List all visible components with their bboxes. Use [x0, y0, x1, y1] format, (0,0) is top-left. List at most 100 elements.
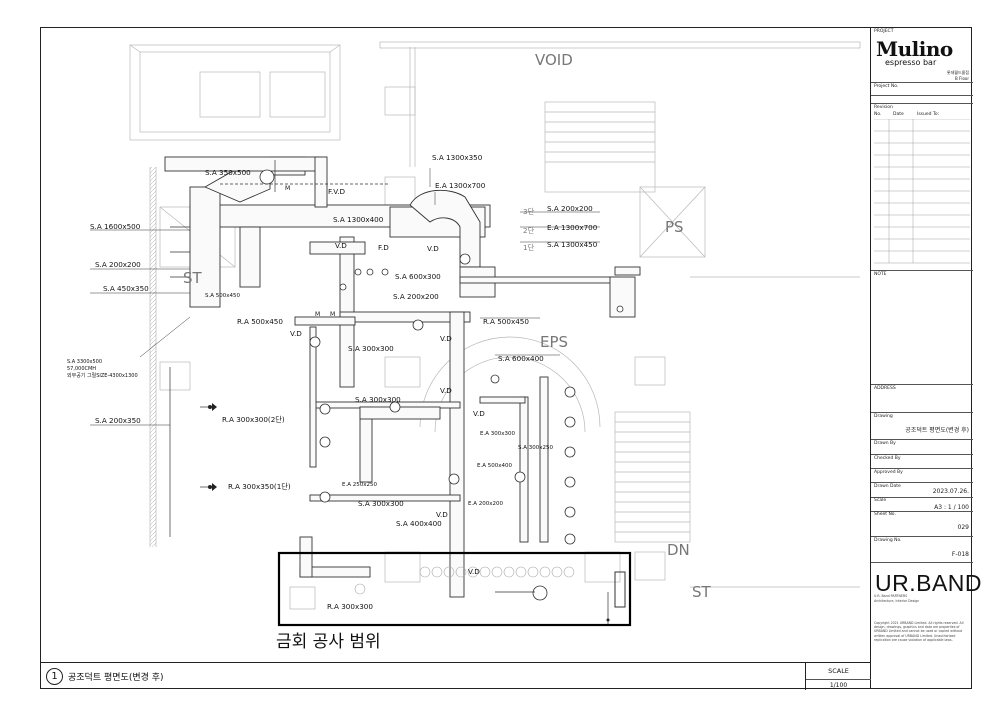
sheet-no-value: 029 [957, 524, 969, 531]
company-sub-1: U.R. Band PARTNERS [874, 594, 908, 598]
label-vd-8: V.D [468, 567, 480, 576]
floor-plan-drawing: VOID PS EPS ST ST DN 금회 공사 범위 S.A 1300x3… [67, 41, 861, 652]
label-sa-1600x500: S.A 1600x500 [90, 222, 141, 231]
scope-of-work-boundary [277, 551, 632, 627]
divider [871, 468, 973, 469]
label-st-right: ST [692, 583, 712, 601]
drawing-footer-title: 공조덕트 평면도(변경 후) [68, 673, 164, 683]
label-sa-500x450: S.A 500x450 [205, 293, 241, 299]
footer-scale-value: 1/100 [806, 679, 871, 689]
label-floor-3: 3단 [523, 207, 535, 216]
logo-note-1: 롯데월드몰점 [946, 70, 969, 75]
label-m-3: M [330, 311, 335, 318]
address-label: ADDRESS [874, 386, 896, 391]
label-ea-500x400: E.A 500x400 [477, 463, 512, 469]
drawn-date-value: 2023.07.26. [932, 488, 969, 495]
label-sa-350x500: S.A 350x500 [205, 168, 251, 177]
label-equip-3: 외부공기 그릴SIZE-4300x1300 [67, 372, 138, 379]
label-floor-2: 2단 [523, 226, 535, 235]
label-void: VOID [535, 51, 573, 69]
footer-scale-label: SCALE [828, 667, 849, 675]
label-vd-5: V.D [440, 386, 452, 395]
title-block: PROJECT Mulino espresso bar 롯데월드몰점 B Flo… [870, 27, 982, 689]
label-vd-4: V.D [440, 334, 452, 343]
project-logo: Mulino [876, 37, 953, 61]
label-sa-600x300: S.A 600x300 [395, 272, 441, 281]
label-ea-1300x700-r: E.A 1300x700 [547, 223, 598, 232]
label-equip-1: S.A 3300x500 [67, 359, 102, 365]
label-scope: 금회 공사 범위 [276, 632, 381, 652]
label-ra-500x450-l: R.A 500x450 [237, 317, 283, 326]
divider [871, 562, 973, 563]
divider [871, 511, 973, 512]
label-sa-200x200-l: S.A 200x200 [95, 260, 141, 269]
revision-col-issued: Issued To: [917, 112, 940, 117]
label-equip-2: 57,000CMH [67, 366, 96, 372]
checked-by-label: Checked By [874, 456, 901, 461]
company-sub-2: Architecture, Interior Design [874, 599, 920, 603]
label-ea-1300x700-top: E.A 1300x700 [435, 181, 486, 190]
divider [871, 384, 973, 385]
label-sa-300x300-c: S.A 300x300 [358, 499, 404, 508]
drawn-date-label: Drawn Date [874, 484, 901, 489]
divider [871, 103, 973, 104]
divider [871, 439, 973, 440]
divider [871, 95, 973, 96]
drawing-sheet-border [40, 27, 972, 689]
label-floor-1: 1단 [523, 243, 535, 252]
divider [871, 412, 973, 413]
label-ea-250x250: E.A 250x250 [342, 482, 377, 488]
label-ra-500x450-r: R.A 500x450 [483, 317, 529, 326]
drawing-no-label: Drawing No. [874, 538, 902, 543]
label-sa-200x200-mid: S.A 200x200 [393, 292, 439, 301]
scale-label: Scale [874, 498, 887, 503]
label-ra-300x300: R.A 300x300 [327, 602, 373, 611]
label-fd: F.D [378, 243, 389, 252]
label-st-left: ST [183, 269, 203, 287]
label-sa-400x400: S.A 400x400 [396, 519, 442, 528]
label-vd-3: V.D [290, 329, 302, 338]
note-label: NOTE [874, 272, 887, 277]
scale-value: A3 : 1 / 100 [934, 504, 969, 511]
label-sa-600x400: S.A 600x400 [498, 354, 544, 363]
divider [871, 82, 973, 83]
copyright-text: Copyright 2021 URBAND Limited. All right… [874, 621, 964, 642]
drawing-no-value: F-018 [951, 551, 969, 558]
revision-col-no: No. [874, 112, 882, 117]
divider [871, 536, 973, 537]
label-ea-200x200: E.A 200x200 [468, 501, 503, 507]
drawing-label: Drawing [874, 414, 893, 419]
project-label: PROJECT [874, 29, 894, 34]
label-sa-1300x450: S.A 1300x450 [547, 240, 598, 249]
label-vd-6: V.D [473, 409, 485, 418]
sheet-no-label: Sheet No. [874, 512, 896, 517]
drawn-by-label: Drawn By [874, 441, 896, 446]
drawing-number-circle: 1 [46, 668, 63, 685]
logo-note-2: B Floor [955, 76, 969, 81]
revision-table-lines [874, 119, 970, 264]
label-m-1: M [285, 185, 290, 192]
label-fvd: F.V.D [328, 187, 346, 196]
label-sa-1300x350: S.A 1300x350 [432, 153, 483, 162]
divider [871, 497, 973, 498]
label-dn: DN [667, 541, 690, 559]
label-sa-300x300-b: S.A 300x300 [355, 395, 401, 404]
approved-by-label: Approved By [874, 470, 903, 475]
label-vd-2: V.D [427, 244, 439, 253]
drawing-value: 공조덕트 평면도(변경 후) [905, 427, 969, 434]
label-vd-7: V.D [436, 510, 448, 519]
label-sa-300x250: S.A 300x250 [518, 445, 554, 451]
footer-scale-box: SCALE 1/100 [805, 663, 871, 690]
divider [871, 482, 973, 483]
label-sa-1300x400: S.A 1300x400 [333, 215, 384, 224]
label-sa-200x350: S.A 200x350 [95, 416, 141, 425]
label-ra-300x300-2: R.A 300x300(2단) [222, 415, 285, 424]
divider [871, 270, 973, 271]
project-no-label: Project No. [874, 84, 899, 89]
label-ra-300x350-1: R.A 300x350(1단) [228, 482, 291, 491]
label-ps: PS [665, 218, 684, 236]
label-eps: EPS [540, 333, 568, 351]
revision-col-date: Date [893, 112, 904, 117]
label-m-2: M [315, 311, 320, 318]
project-logo-sub: espresso bar [885, 58, 937, 67]
